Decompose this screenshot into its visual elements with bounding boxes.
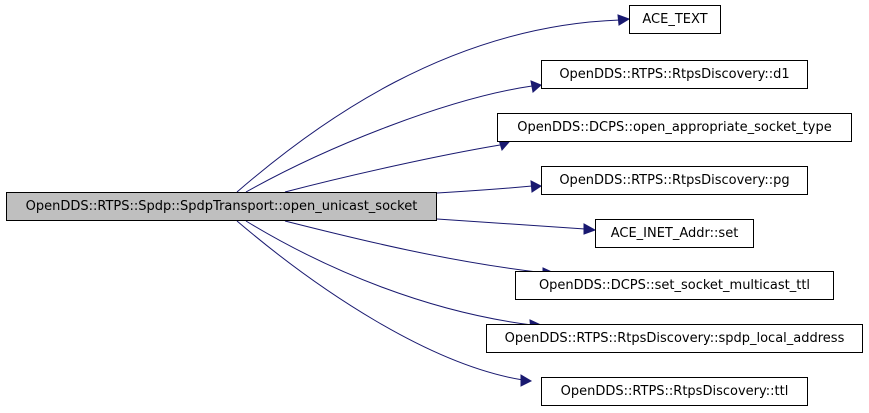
edge-arrowhead (530, 180, 542, 193)
call-edge (284, 144, 501, 193)
callee-node-ace-inet-addr-set[interactable]: ACE_INET_Addr::set (595, 219, 754, 248)
callee-label: OpenDDS::RTPS::RtpsDiscovery::pg (559, 173, 790, 188)
callee-label: ACE_INET_Addr::set (610, 226, 739, 241)
callee-label: ACE_TEXT (642, 12, 708, 27)
call-edge (436, 185, 533, 194)
callee-label: OpenDDS::RTPS::RtpsDiscovery::ttl (560, 384, 789, 399)
call-edge (245, 85, 533, 193)
call-edge (284, 220, 546, 274)
callee-node-ace-text[interactable]: ACE_TEXT (629, 5, 721, 34)
edge-arrowhead (520, 374, 533, 387)
call-edges (236, 14, 631, 387)
callee-label: OpenDDS::RTPS::RtpsDiscovery::d1 (559, 67, 790, 82)
root-function-node[interactable]: OpenDDS::RTPS::Spdp::SpdpTransport::open… (6, 192, 437, 221)
callee-node-rtpsdiscovery-d1[interactable]: OpenDDS::RTPS::RtpsDiscovery::d1 (541, 60, 808, 89)
call-edge (245, 220, 533, 326)
callee-node-rtpsdiscovery-ttl[interactable]: OpenDDS::RTPS::RtpsDiscovery::ttl (541, 377, 808, 406)
callee-label: OpenDDS::DCPS::set_socket_multicast_ttl (538, 278, 811, 293)
callee-node-spdp-local-address[interactable]: OpenDDS::RTPS::RtpsDiscovery::spdp_local… (486, 324, 863, 353)
edge-arrowhead (530, 80, 542, 93)
callee-label: OpenDDS::DCPS::open_appropriate_socket_t… (517, 120, 832, 135)
call-edge (236, 220, 524, 381)
callee-node-set-socket-multicast-ttl[interactable]: OpenDDS::DCPS::set_socket_multicast_ttl (515, 271, 834, 300)
callee-label: OpenDDS::RTPS::RtpsDiscovery::spdp_local… (504, 331, 845, 346)
edge-arrowhead (617, 14, 631, 26)
edge-arrowhead (583, 223, 597, 235)
callee-node-rtpsdiscovery-pg[interactable]: OpenDDS::RTPS::RtpsDiscovery::pg (541, 166, 808, 195)
root-function-label: OpenDDS::RTPS::Spdp::SpdpTransport::open… (25, 199, 418, 214)
callee-node-open-appropriate-socket-type[interactable]: OpenDDS::DCPS::open_appropriate_socket_t… (497, 113, 852, 142)
call-edge (436, 218, 586, 230)
call-edge (236, 19, 621, 193)
